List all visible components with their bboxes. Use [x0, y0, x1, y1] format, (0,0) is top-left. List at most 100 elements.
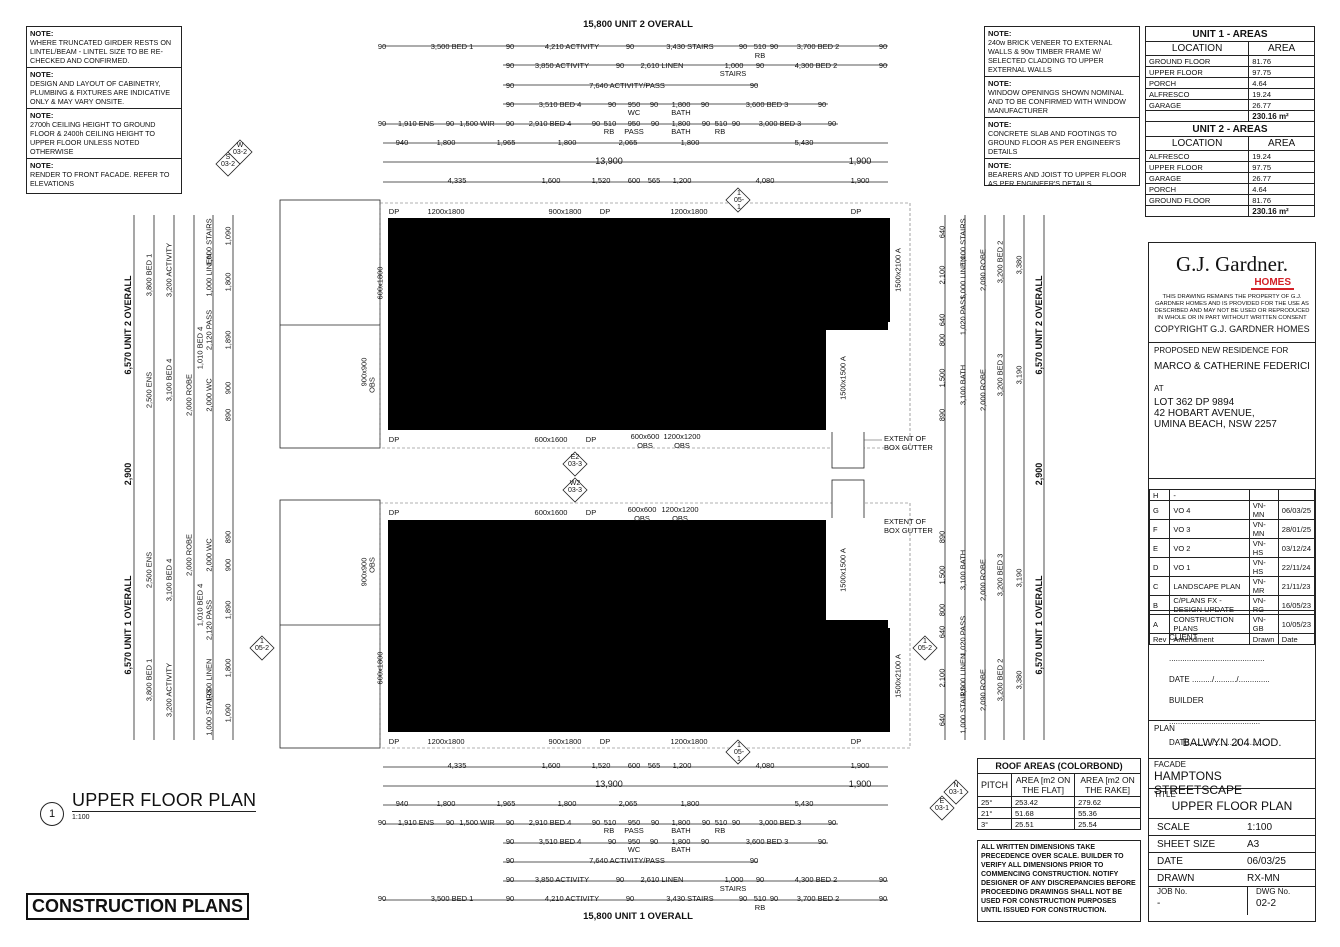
note-1: NOTE:WHERE TRUNCATED GIRDER RESTS ON LIN… [27, 27, 181, 68]
obs-label: OBS [367, 377, 377, 393]
notes-right: NOTE:240w BRICK VENEER TO EXTERNAL WALLS… [984, 26, 1140, 188]
window-label: 1200x1200 [663, 432, 701, 441]
right-dim: 3,200 BED 2 [995, 658, 1005, 702]
right-dim: 1,020 PASS [958, 615, 968, 657]
right-dim: 3,100 BATH [958, 549, 968, 591]
right-dim: 1,000 STAIRS [958, 686, 968, 734]
left-dim: 1,090 [223, 703, 233, 723]
dp-label: DP [850, 737, 862, 746]
dp-label: DP [599, 207, 611, 216]
left-dim: 3,200 ACTIVITY [164, 242, 174, 298]
left-dim: 890 [223, 408, 233, 422]
note-6: NOTE:WINDOW OPENINGS SHOWN NOMINAL AND T… [985, 77, 1139, 118]
address-line-2: 42 HOBART AVENUE, [1154, 408, 1255, 419]
plan-scale: 1:100 [72, 814, 90, 821]
right-gap-dim: 2,900 [1034, 462, 1044, 486]
facade-value: HAMPTONS STREETSCAPE [1154, 769, 1243, 797]
facade-label: FACADE [1154, 760, 1187, 769]
address-line-3: UMINA BEACH, NSW 2257 [1154, 419, 1277, 430]
left-gap-dim: 2,900 [123, 462, 133, 486]
dp-label: DP [388, 207, 400, 216]
window-label: 1200x1200 [661, 505, 699, 514]
left-dim: 2,500 ENS [144, 551, 154, 589]
for-label: PROPOSED NEW RESIDENCE FOR [1154, 346, 1289, 355]
builder-date: DATE ........./........../.............. [1169, 738, 1270, 747]
left-dim: 3,100 BED 4 [164, 558, 174, 602]
left-dim: 890 [223, 530, 233, 544]
obs-label: OBS [674, 441, 690, 450]
left-dim: 1,000 STAIRS [204, 688, 214, 736]
project-section: PROPOSED NEW RESIDENCE FOR MARCO & CATHE… [1149, 343, 1315, 479]
unit1-floor-mass [388, 520, 890, 732]
title-section: TITLE UPPER FLOOR PLAN [1149, 789, 1315, 819]
left-dim: 2,000 WC [204, 538, 214, 572]
right-dim: 1,000 LINEN [958, 256, 968, 300]
right-dim: 2,000 ROBE [978, 368, 988, 412]
left-overall-u1: 6,570 UNIT 1 OVERALL [123, 575, 133, 675]
right-dim: 3,190 [1014, 568, 1024, 588]
left-dim: 1,800 [223, 272, 233, 292]
dp-label: DP [388, 508, 400, 517]
right-dim: 2,100 [937, 668, 947, 688]
right-dim: 800 [937, 333, 947, 347]
client-name: MARCO & CATHERINE FEDERICI [1154, 361, 1310, 372]
left-dim: 3,800 BED 1 [144, 658, 154, 702]
right-dim: 1,500 [937, 565, 947, 585]
right-overall-u1: 6,570 UNIT 1 OVERALL [1034, 575, 1044, 675]
left-overall-u2: 6,570 UNIT 2 OVERALL [123, 275, 133, 375]
left-dim: 2,500 ENS [144, 371, 154, 409]
unit2-floor-mass [388, 218, 890, 430]
left-dim: 3,800 BED 1 [144, 253, 154, 297]
dp-label: DP [585, 435, 597, 444]
note-8: NOTE:BEARERS AND JOIST TO UPPER FLOOR AS… [988, 161, 1127, 188]
unit2-total: 230.16 m² [1248, 205, 1315, 217]
right-dim: 890 [937, 408, 947, 422]
dp-label: DP [850, 207, 862, 216]
right-dim: 1,500 [937, 368, 947, 388]
obs-label: OBS [672, 514, 688, 523]
plan-label: PLAN [1154, 724, 1175, 733]
plan-number-circle: 1 [40, 802, 64, 826]
left-dim: 3,100 BED 4 [164, 358, 174, 402]
window-label: 1200x1800 [670, 737, 708, 746]
left-dim: 1,890 [223, 330, 233, 350]
right-dim: 3,200 BED 3 [995, 353, 1005, 397]
right-dim: 3,190 [1014, 365, 1024, 385]
left-dim: 1,800 [223, 658, 233, 678]
notes-left: NOTE:WHERE TRUNCATED GIRDER RESTS ON LIN… [26, 26, 182, 194]
obs-label: OBS [637, 441, 653, 450]
note-5: NOTE:240w BRICK VENEER TO EXTERNAL WALLS… [985, 27, 1139, 77]
copyright: COPYRIGHT G.J. GARDNER HOMES [1154, 324, 1310, 334]
box-gutter-label: EXTENT OF BOX GUTTER [884, 517, 933, 535]
left-dim: 1,890 [223, 600, 233, 620]
obs-label: OBS [367, 557, 377, 573]
right-dim: 890 [937, 530, 947, 544]
window-label: 900x1800 [548, 207, 582, 216]
window-label: 1200x1800 [427, 207, 465, 216]
window-label: 1200x1800 [670, 207, 708, 216]
dp-label: DP [388, 737, 400, 746]
note-2: NOTE:DESIGN AND LAYOUT OF CABINETRY, PLU… [27, 68, 181, 109]
note-3: NOTE:2700h CEILING HEIGHT TO GROUND FLOO… [27, 109, 181, 159]
dp-label: DP [585, 508, 597, 517]
left-dim: 1,010 BED 4 [195, 583, 205, 627]
disclaimer: THIS DRAWING REMAINS THE PROPERTY OF G.J… [1154, 294, 1310, 321]
